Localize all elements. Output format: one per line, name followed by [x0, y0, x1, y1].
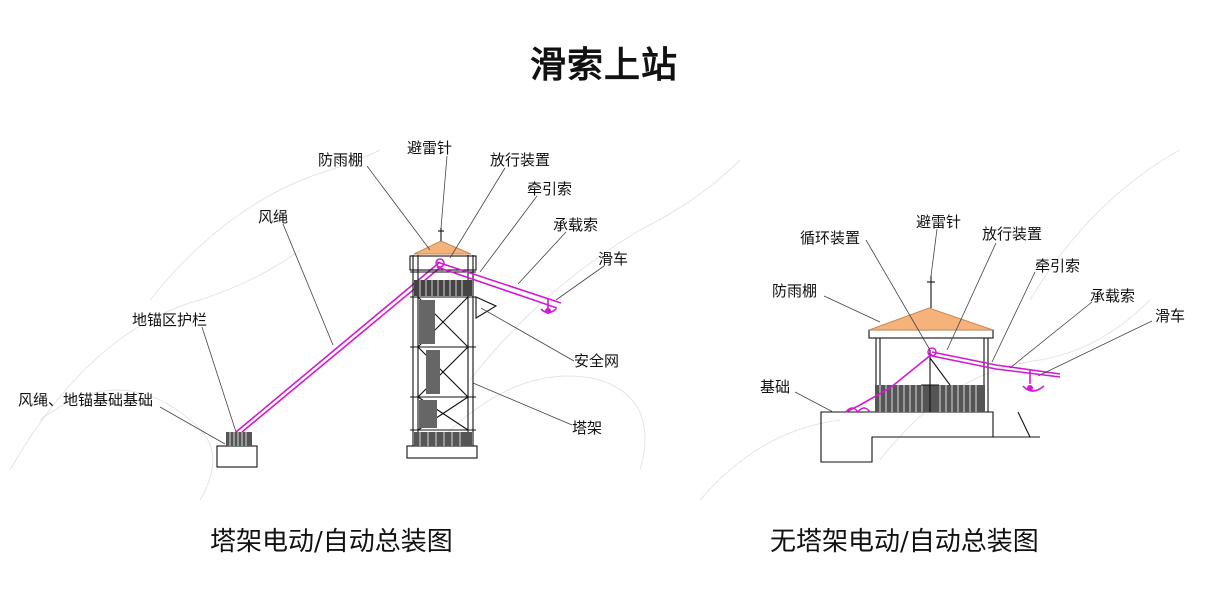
right-no-tower-diagram: 循环装置 避雷针 放行装置 牵引索 防雨棚 承载索 滑车 基础 [760, 213, 1185, 463]
left-leader-lines [159, 155, 605, 445]
label-trolley-right: 滑车 [1155, 307, 1185, 325]
page-title: 滑索上站 [529, 44, 678, 86]
foundation-block [820, 411, 994, 463]
label-lightning-rod-left: 避雷针 [407, 139, 452, 157]
label-carrying-rope-left: 承载索 [553, 216, 598, 234]
trolley [540, 298, 557, 314]
wind-rope [235, 261, 441, 433]
label-tower: 塔架 [572, 419, 602, 437]
label-traction-rope-right: 牵引索 [1035, 257, 1080, 275]
rain-shelter-roof-right [868, 307, 994, 331]
platform-railing [414, 280, 472, 296]
watermark [9, 149, 1181, 501]
traction-rope-right [931, 355, 1061, 378]
rain-shelter-roof [413, 240, 472, 255]
label-foundation-right: 基础 [760, 378, 790, 396]
carrying-rope [436, 261, 562, 304]
label-wind-rope: 风绳 [258, 208, 288, 226]
caption-left: 塔架电动/自动总装图 [210, 527, 453, 557]
label-rain-shelter-right: 防雨棚 [772, 282, 817, 300]
label-rain-shelter-left: 防雨棚 [318, 151, 363, 169]
trolley-right [1022, 370, 1045, 392]
label-release-device-right: 放行装置 [982, 225, 1042, 243]
label-safety-net: 安全网 [574, 352, 619, 370]
label-circulation-device: 循环装置 [800, 229, 860, 247]
anchor-guardrail [226, 432, 252, 446]
carrying-rope-right [931, 351, 1061, 375]
safety-net-bracket [475, 296, 498, 319]
left-tower-diagram: 防雨棚 避雷针 放行装置 牵引索 承载索 滑车 风绳 地锚区护栏 风绳、地锚基础… [18, 139, 628, 468]
label-lightning-rod-right: 避雷针 [916, 213, 961, 231]
anchor-foundation [216, 445, 258, 468]
shelter-beam [868, 329, 994, 339]
label-carrying-rope-right: 承载索 [1090, 287, 1135, 305]
tower-base [406, 445, 478, 459]
right-leader-lines [794, 228, 1153, 413]
label-release-device-left: 放行装置 [490, 151, 550, 169]
label-foundation-left: 风绳、地锚基础基础 [18, 391, 153, 409]
label-anchor-guardrail: 地锚区护栏 [132, 311, 207, 329]
label-trolley-left: 滑车 [598, 250, 628, 268]
traction-rope [436, 266, 558, 309]
caption-right: 无塔架电动/自动总装图 [770, 527, 1039, 557]
label-traction-rope-left: 牵引索 [527, 180, 572, 198]
release-device [435, 258, 445, 268]
top-platform [409, 255, 477, 271]
